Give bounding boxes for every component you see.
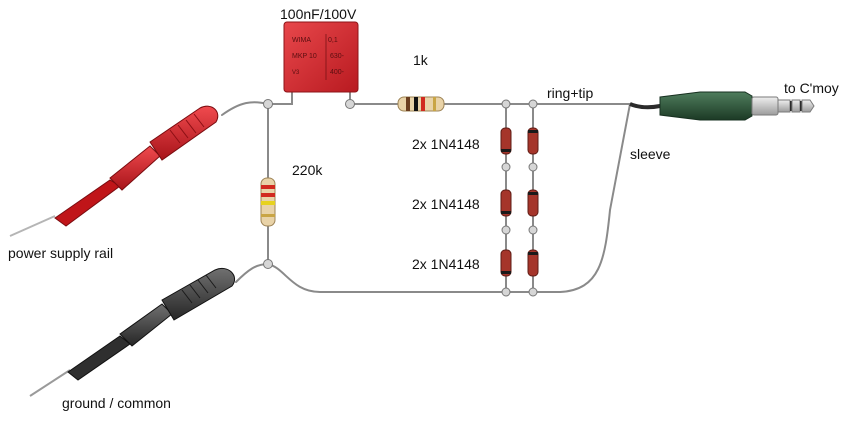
diodes <box>500 127 539 277</box>
joint-d3-a <box>501 225 511 235</box>
cap-voltage-ac: 630- <box>330 53 345 60</box>
wire-power-lead <box>221 101 269 116</box>
joint-d1-top-b <box>528 99 538 109</box>
solder-joints <box>263 99 538 297</box>
wire-cap-left <box>267 91 293 105</box>
cap-voltage-dc: 400- <box>330 69 345 76</box>
diode-r2-b <box>527 189 539 217</box>
wire-ground-bus <box>267 103 631 293</box>
joint-d2-a <box>501 162 511 172</box>
cap-grade: V3 <box>292 70 300 76</box>
label-diodes-row2: 2x 1N4148 <box>412 196 480 212</box>
diode-r1-b <box>527 127 539 155</box>
red-probe <box>9 105 219 237</box>
resistor-220k <box>260 177 276 227</box>
joint-d1-top-a <box>501 99 511 109</box>
label-sleeve: sleeve <box>630 146 671 162</box>
black-probe <box>29 268 236 397</box>
label-ring-tip: ring+tip <box>547 85 594 101</box>
wire-ground-lead <box>235 263 269 283</box>
joint-d-bot-a <box>501 287 511 297</box>
label-ground: ground / common <box>62 395 171 411</box>
label-diodes-row1: 2x 1N4148 <box>412 136 480 152</box>
cap-series: MKP 10 <box>292 53 317 60</box>
diode-r2-a <box>500 189 512 217</box>
capacitor: WIMA 0,1 MKP 10 630- V3 400- <box>283 21 359 93</box>
diode-r1-a <box>500 127 512 155</box>
joint-top-left <box>263 99 273 109</box>
joint-d-bot-b <box>528 287 538 297</box>
label-1k: 1k <box>413 52 428 68</box>
label-to-cmoy: to C'moy <box>784 80 839 96</box>
cap-brand: WIMA <box>292 37 311 44</box>
joint-d3-b <box>528 225 538 235</box>
label-capacitor-value: 100nF/100V <box>280 6 357 22</box>
cap-value: 0,1 <box>328 37 338 44</box>
diode-r3-b <box>527 249 539 277</box>
label-220k: 220k <box>292 162 323 178</box>
label-diodes-row3: 2x 1N4148 <box>412 256 480 272</box>
diode-r3-a <box>500 249 512 277</box>
jack-plug <box>629 91 815 121</box>
resistor-1k <box>397 96 445 112</box>
joint-d2-b <box>528 162 538 172</box>
joint-cap-right <box>345 99 355 109</box>
joint-ground <box>263 259 273 269</box>
label-power-rail: power supply rail <box>8 245 114 261</box>
